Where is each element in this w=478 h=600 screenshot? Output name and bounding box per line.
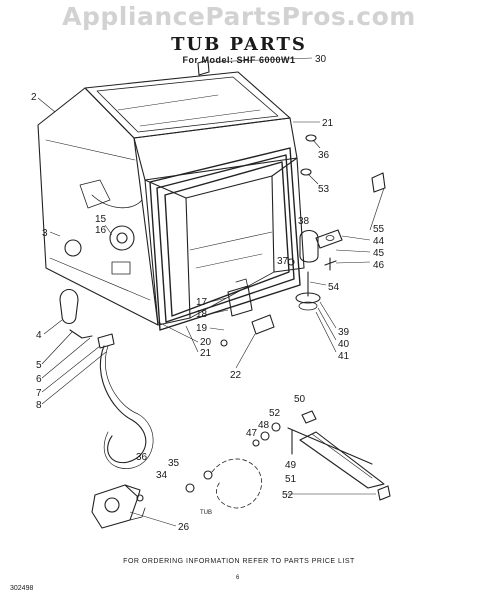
callout-8: 8 <box>36 400 42 411</box>
part-5 <box>69 329 93 339</box>
callout-16: 16 <box>95 225 107 236</box>
part-7 <box>97 333 115 349</box>
part-17 <box>227 285 253 317</box>
part-38 <box>299 229 319 263</box>
part-30 <box>197 59 210 76</box>
callout-3: 3 <box>42 228 48 239</box>
callout-39: 39 <box>338 327 350 338</box>
part-52a <box>271 422 281 432</box>
callout-5: 5 <box>36 360 42 371</box>
model-subtitle: For Model: SHF 6000W1 <box>182 55 296 65</box>
callout-15: 15 <box>95 214 107 225</box>
part-53 <box>300 168 312 176</box>
part-4 <box>59 288 79 325</box>
callout-21b: 21 <box>200 348 212 359</box>
callout-labels: 30 2 21 36 53 55 44 45 46 38 37 54 15 16… <box>31 54 385 533</box>
callout-54: 54 <box>328 282 340 293</box>
part-22 <box>251 314 275 335</box>
callout-22: 22 <box>230 370 242 381</box>
callout-18: 18 <box>196 309 208 320</box>
part-36 <box>305 134 317 142</box>
callout-30: 30 <box>315 54 327 65</box>
callout-6: 6 <box>36 374 42 385</box>
part-48 <box>260 431 270 441</box>
callout-35: 35 <box>168 458 180 469</box>
part-37 <box>287 258 295 266</box>
callout-34: 34 <box>156 470 168 481</box>
callout-52b: 52 <box>282 490 294 501</box>
callout-17: 17 <box>196 297 208 308</box>
part-34 <box>185 483 195 493</box>
callout-51: 51 <box>285 474 297 485</box>
callout-50: 50 <box>294 394 306 405</box>
callout-36b: 36 <box>136 452 148 463</box>
hose-label: TUB <box>200 510 212 516</box>
part-46 <box>324 257 337 271</box>
callout-46: 46 <box>373 260 385 271</box>
watermark: AppliancePartsPros.com <box>62 2 416 31</box>
callout-45: 45 <box>373 248 385 259</box>
callout-55: 55 <box>373 224 385 235</box>
part-44 <box>315 229 343 249</box>
page-number: 6 <box>236 575 240 581</box>
door-gaskets <box>149 147 301 331</box>
part-55 <box>371 172 386 193</box>
part-47 <box>252 439 260 447</box>
ordering-note: FOR ORDERING INFORMATION REFER TO PARTS … <box>123 558 355 565</box>
callout-49: 49 <box>285 460 297 471</box>
callout-36a: 36 <box>318 150 330 161</box>
distributor-assembly <box>252 410 391 501</box>
part-52b <box>377 485 391 501</box>
drawing-code: 302498 <box>10 585 34 592</box>
callout-2: 2 <box>31 92 37 103</box>
callout-20: 20 <box>200 337 212 348</box>
callout-4: 4 <box>36 330 42 341</box>
part-51 <box>299 431 385 489</box>
tub-body <box>37 71 305 326</box>
callout-37: 37 <box>277 256 289 267</box>
part-35 <box>203 470 213 480</box>
part-39 <box>295 292 321 304</box>
part-8 <box>99 345 147 464</box>
callout-19: 19 <box>196 323 208 334</box>
callout-21a: 21 <box>322 118 334 129</box>
part-26-pump <box>91 484 146 529</box>
callout-38: 38 <box>298 216 310 227</box>
callout-44: 44 <box>373 236 385 247</box>
callout-41: 41 <box>338 351 350 362</box>
part-50 <box>301 410 317 424</box>
diagram-title: TUB PARTS <box>171 34 307 55</box>
callout-53: 53 <box>318 184 330 195</box>
callout-47: 47 <box>246 428 258 439</box>
callout-52a: 52 <box>269 408 281 419</box>
callout-26: 26 <box>178 522 190 533</box>
callout-48: 48 <box>258 420 270 431</box>
callout-40: 40 <box>338 339 350 350</box>
callout-7: 7 <box>36 388 42 399</box>
leader-lines <box>37 57 385 527</box>
